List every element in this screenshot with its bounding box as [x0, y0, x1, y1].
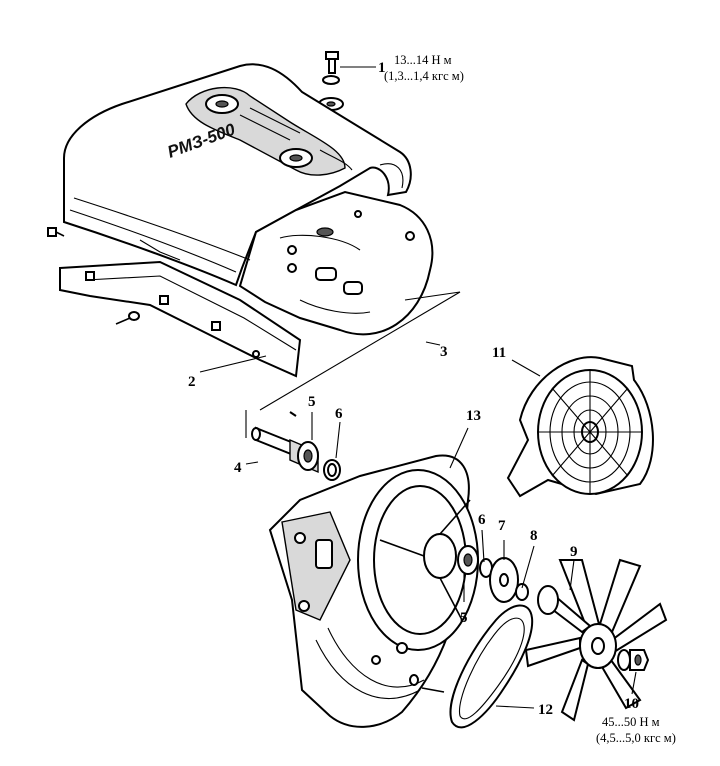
callout-5-lower: 5: [460, 610, 468, 626]
callout-5-upper: 5: [308, 394, 316, 410]
callout-8: 8: [530, 528, 538, 544]
fan-impeller: [524, 558, 668, 722]
nut-10: [617, 649, 650, 671]
callout-1: 1: [378, 60, 386, 76]
callout-2: 2: [188, 374, 196, 390]
cylinder-head-cover: [63, 63, 434, 336]
pulley-7: [489, 557, 519, 603]
callout-3: 3: [440, 344, 448, 360]
lower-cover-shield: [59, 239, 302, 378]
callout-6-lower: 6: [478, 512, 486, 528]
fan-guard-grille: [506, 356, 654, 498]
cover-screw: [47, 227, 65, 237]
drive-belt: [449, 604, 534, 729]
callout-13: 13: [466, 408, 481, 424]
housing-bolt: [409, 674, 445, 693]
callout-9: 9: [570, 544, 578, 560]
callout-12: 12: [538, 702, 553, 718]
callout-11: 11: [492, 345, 506, 361]
callout-7: 7: [498, 518, 506, 534]
torque-10-line2: (4,5...5,0 кгс м): [596, 731, 676, 745]
callout-6-upper: 6: [335, 406, 343, 422]
callout-10: 10: [624, 696, 639, 712]
shaft-assembly: [245, 410, 341, 481]
bolt-1-assembly: [318, 51, 344, 111]
bearing-5-lower: [457, 545, 479, 575]
shield-screw: [115, 311, 140, 325]
fan-housing: [268, 454, 479, 728]
torque-1-line2: (1,3...1,4 кгс м): [384, 69, 464, 83]
callout-4: 4: [234, 460, 242, 476]
torque-1-line1: 13...14 Н м: [394, 53, 452, 67]
torque-10-line1: 45...50 Н м: [602, 715, 660, 729]
spacer-8: [515, 583, 529, 601]
